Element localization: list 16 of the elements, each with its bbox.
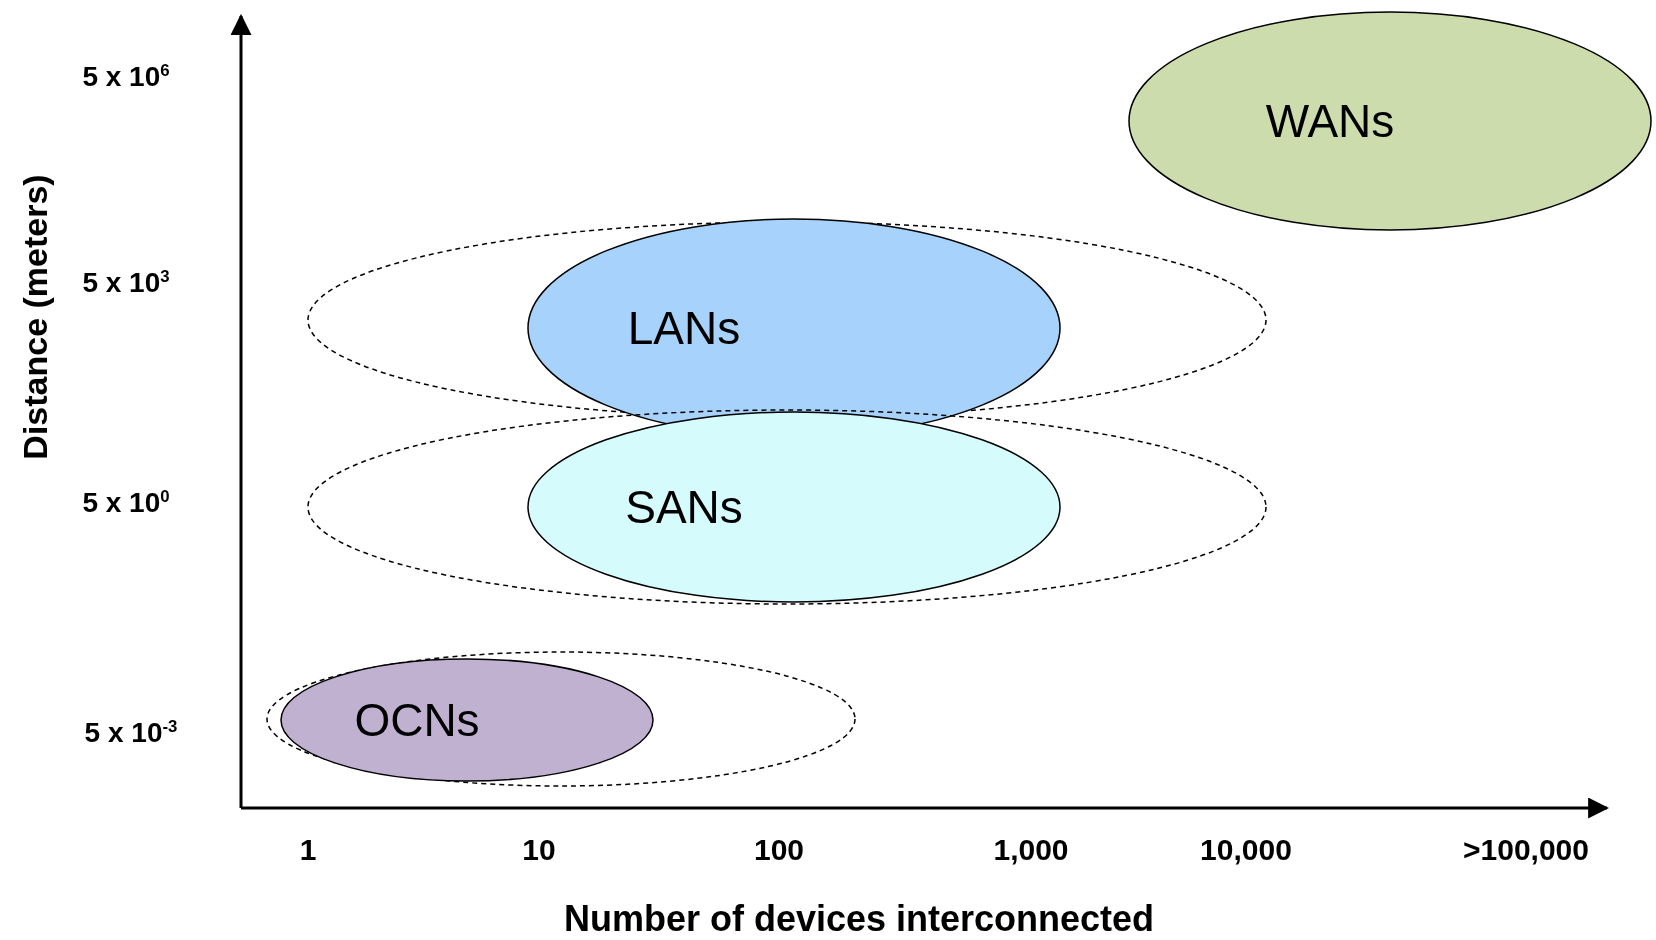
y-axis-title: Distance (meters) [15,174,55,460]
x-tick-label: 10,000 [1200,833,1292,867]
y-tick-label: 5 x 10$^{0}$ [82,486,170,520]
network-type-label: LANs [627,301,741,355]
x-tick-label: 1 [299,833,317,867]
network-type-label: SANs [625,480,743,534]
x-axis-title: Number of devices interconnected [563,898,1155,940]
network-type-label: WANs [1265,94,1395,148]
y-tick-label: 5 x 10$^{6}$ [82,60,170,94]
x-tick-label: 1,000 [993,833,1069,867]
network-type-label: OCNs [354,693,480,747]
y-tick-label: 5 x 10$^{-3}$ [84,716,178,750]
x-tick-label: 10 [522,833,556,867]
y-tick-label: 5 x 10$^{3}$ [82,266,170,300]
x-tick-label: 100 [753,833,805,867]
x-tick-label: >100,000 [1463,833,1589,867]
